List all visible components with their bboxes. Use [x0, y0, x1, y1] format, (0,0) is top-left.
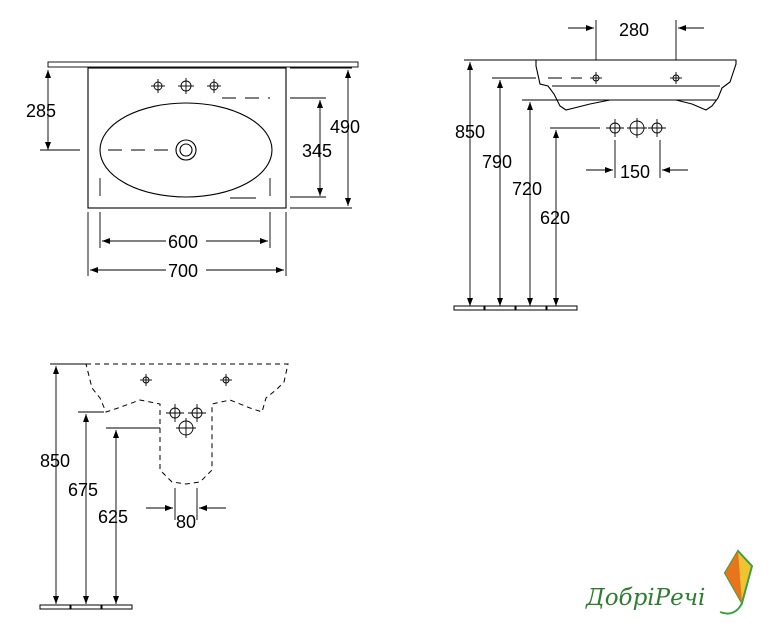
- dim-150-label: 150: [620, 162, 650, 182]
- dim-700-label: 700: [168, 261, 198, 281]
- top-view: 285 490 345 600 700: [26, 61, 360, 281]
- dim-675-label: 675: [68, 480, 98, 500]
- basin-side-profile: [535, 59, 737, 111]
- dim-720-label: 720: [512, 179, 542, 199]
- floor-segment: [39, 604, 71, 610]
- drain-icon: [175, 139, 197, 161]
- dim-790-label: 790: [482, 152, 512, 172]
- fitting-icon: [188, 404, 206, 422]
- tap-hole-icon: [590, 72, 602, 84]
- brand-logo: ДобріРечі: [585, 549, 754, 615]
- fitting-icon: [648, 119, 666, 137]
- tap-hole-icon: [178, 78, 194, 94]
- dim-850-side-label: 850: [455, 122, 485, 142]
- dim-625-label: 625: [98, 507, 128, 527]
- side-view: 280 150 850 790 720 620: [453, 20, 737, 311]
- tap-hole-icon: [670, 72, 682, 84]
- tap-hole-icon: [140, 374, 152, 386]
- kite-icon: [719, 549, 754, 615]
- dim-850-front-label: 850: [40, 451, 70, 471]
- dim-490-label: 490: [330, 117, 360, 137]
- fitting-icon: [176, 418, 196, 438]
- tap-hole-icon: [151, 79, 165, 93]
- front-view: 80 850 675 625: [39, 363, 289, 610]
- dim-600-label: 600: [168, 232, 198, 252]
- dim-285-label: 285: [26, 101, 56, 121]
- floor-segment: [453, 305, 485, 311]
- dim-280-label: 280: [619, 20, 649, 40]
- basin-outline: [87, 67, 287, 209]
- fitting-icon: [627, 118, 647, 138]
- wall-strip: [47, 61, 359, 68]
- basin-front-outline: [85, 363, 289, 485]
- dim-80-label: 80: [176, 512, 196, 532]
- dim-345-label: 345: [302, 141, 332, 161]
- bowl-oval: [99, 102, 273, 198]
- fitting-icon: [606, 119, 624, 137]
- tap-hole-icon: [207, 79, 221, 93]
- dim-620-label: 620: [540, 208, 570, 228]
- logo-text: ДобріРечі: [585, 585, 705, 611]
- fitting-icon: [166, 404, 184, 422]
- tap-hole-icon: [220, 374, 232, 386]
